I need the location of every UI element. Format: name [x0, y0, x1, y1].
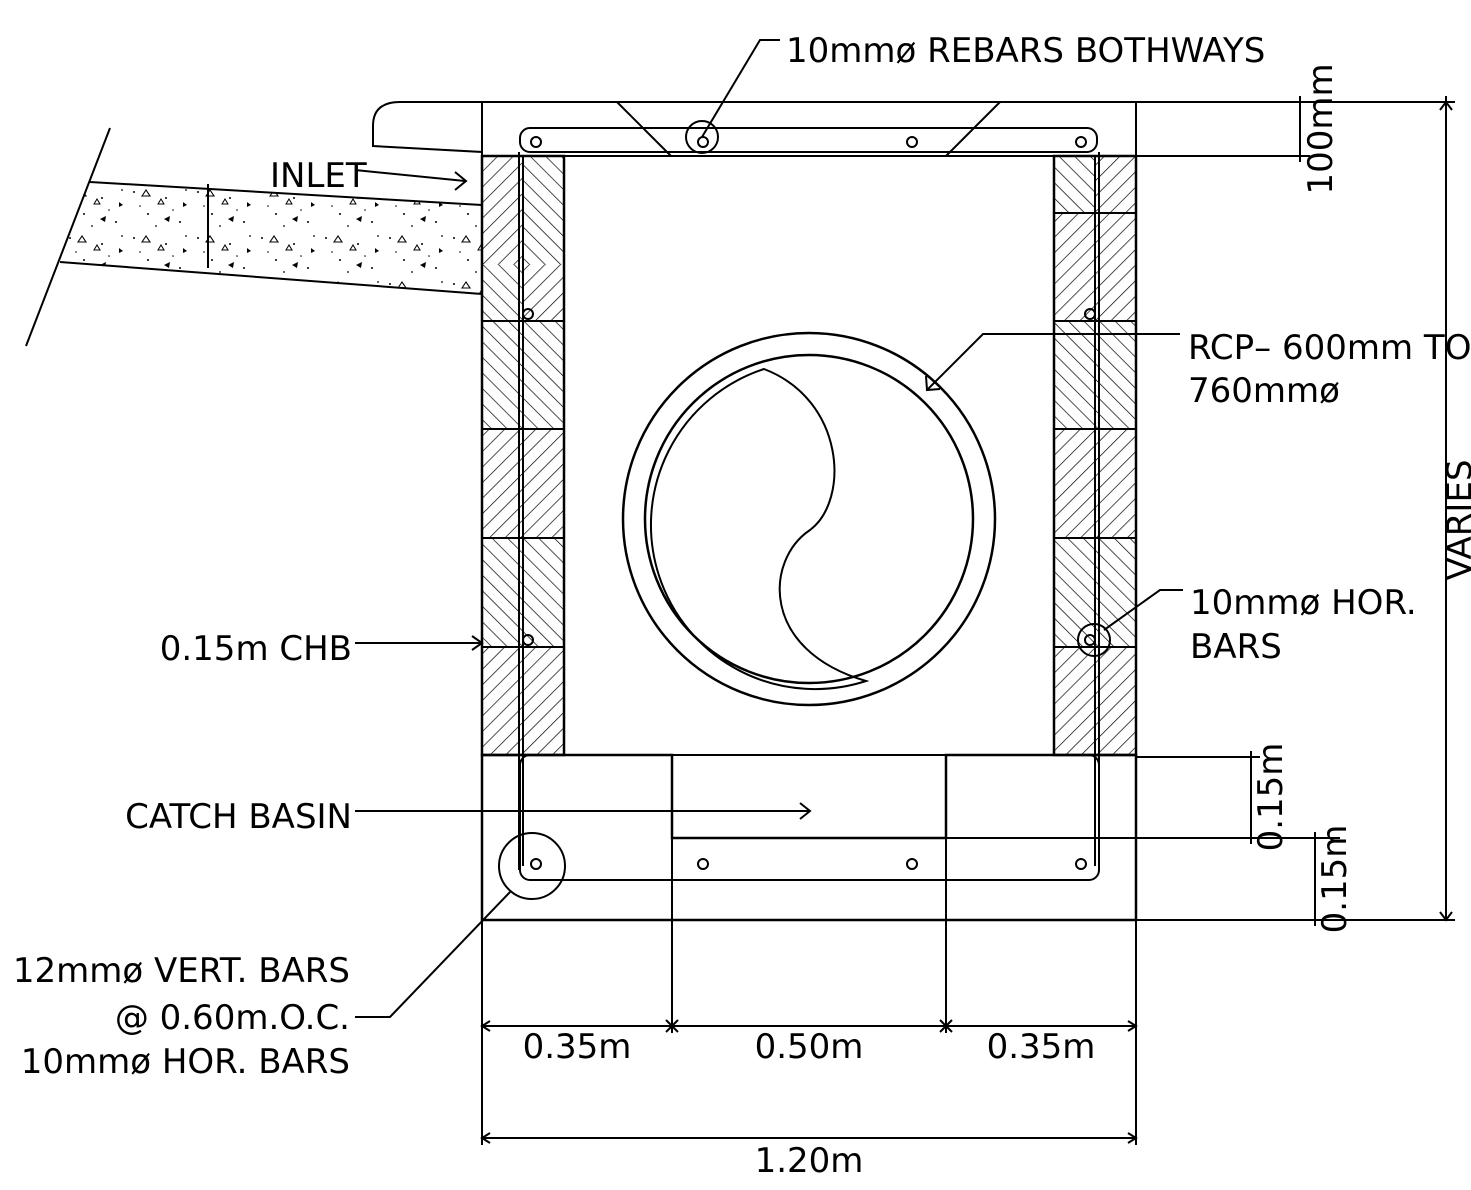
dim-right-ledge: 0.35m: [987, 1027, 1096, 1067]
right-chb-wall: [1052, 152, 1138, 870]
dim-base-slab: 0.15m: [1315, 825, 1355, 934]
dim-top-slab: 100mm: [1301, 63, 1341, 194]
rcp-label-line1: RCP– 600mm TO: [1188, 328, 1471, 368]
vert-bars-label-line2: @ 0.60m.O.C.: [115, 998, 350, 1038]
catch-basin-label: CATCH BASIN: [125, 797, 352, 837]
dim-base-step: 0.15m: [1251, 743, 1291, 852]
top-rebar-callout-circle: [685, 120, 719, 154]
top-slab: [372, 101, 1137, 157]
rcp-pipe: [621, 331, 997, 707]
hor-bars-label-line2: BARS: [1190, 627, 1282, 667]
inlet-label: INLET: [270, 156, 367, 196]
left-chb-wall: [480, 152, 566, 870]
hor-bars-label-line1: 10mmø HOR.: [1190, 583, 1417, 623]
chb-label: 0.15m CHB: [160, 629, 352, 669]
dim-overall-width: 1.20m: [755, 1141, 864, 1181]
leaders: [354, 39, 1183, 1018]
base-slab: [480, 753, 1138, 922]
dimensions: [480, 96, 1455, 1145]
dim-center-opening: 0.50m: [755, 1027, 864, 1067]
vert-bars-label-line1: 12mmø VERT. BARS: [13, 951, 350, 991]
dim-left-ledge: 0.35m: [523, 1027, 632, 1067]
hor-bar-callout-circle: [1077, 623, 1111, 657]
vert-bar-callout-circle: [498, 832, 566, 900]
inlet-slab: [25, 127, 483, 347]
rebars-bothways-label: 10mmø REBARS BOTHWAYS: [786, 31, 1265, 71]
ground-line: [25, 127, 111, 347]
vert-bars-label-line3: 10mmø HOR. BARS: [21, 1042, 350, 1082]
rcp-label-line2: 760mmø: [1188, 371, 1340, 411]
dim-varies: VARIES: [1440, 459, 1471, 580]
